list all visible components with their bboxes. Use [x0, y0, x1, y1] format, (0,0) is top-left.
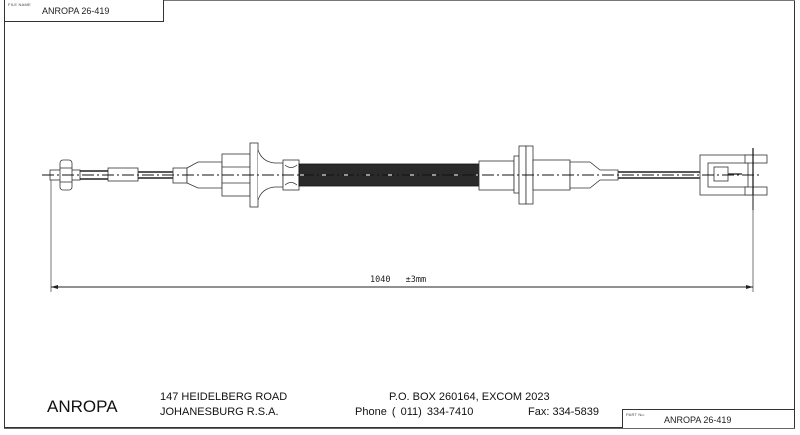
company-name: ANROPA [47, 397, 118, 416]
address-line-1: 147 HEIDELBERG ROAD [160, 391, 288, 403]
phone-number: Phone ( 011) 334-7410 [355, 406, 474, 418]
address-line-2: JOHANESBURG R.S.A. [160, 406, 279, 418]
file-name-label: FILE NAME [8, 2, 31, 7]
po-box: P.O. BOX 260164, EXCOM 2023 [389, 391, 550, 403]
part-number-box: PART No. ANROPA 26-419 [622, 409, 795, 428]
part-number-value: ANROPA 26-419 [664, 415, 732, 425]
file-name-box: FILE NAME ANROPA 26-419 [4, 0, 164, 22]
arrow-left-icon [51, 285, 58, 289]
fax-number: Fax: 334-5839 [528, 406, 599, 418]
part-number-label: PART No. [626, 412, 646, 417]
file-name-value: ANROPA 26-419 [42, 6, 110, 16]
arrow-right-icon [746, 285, 753, 289]
dimension-label: 1040 ±3mm [370, 275, 436, 285]
dimension-tolerance: ±3mm [405, 275, 427, 285]
wire-nipple [713, 166, 729, 182]
frame-top-border [4, 0, 795, 1]
dimension-length: 1040 [370, 275, 391, 285]
